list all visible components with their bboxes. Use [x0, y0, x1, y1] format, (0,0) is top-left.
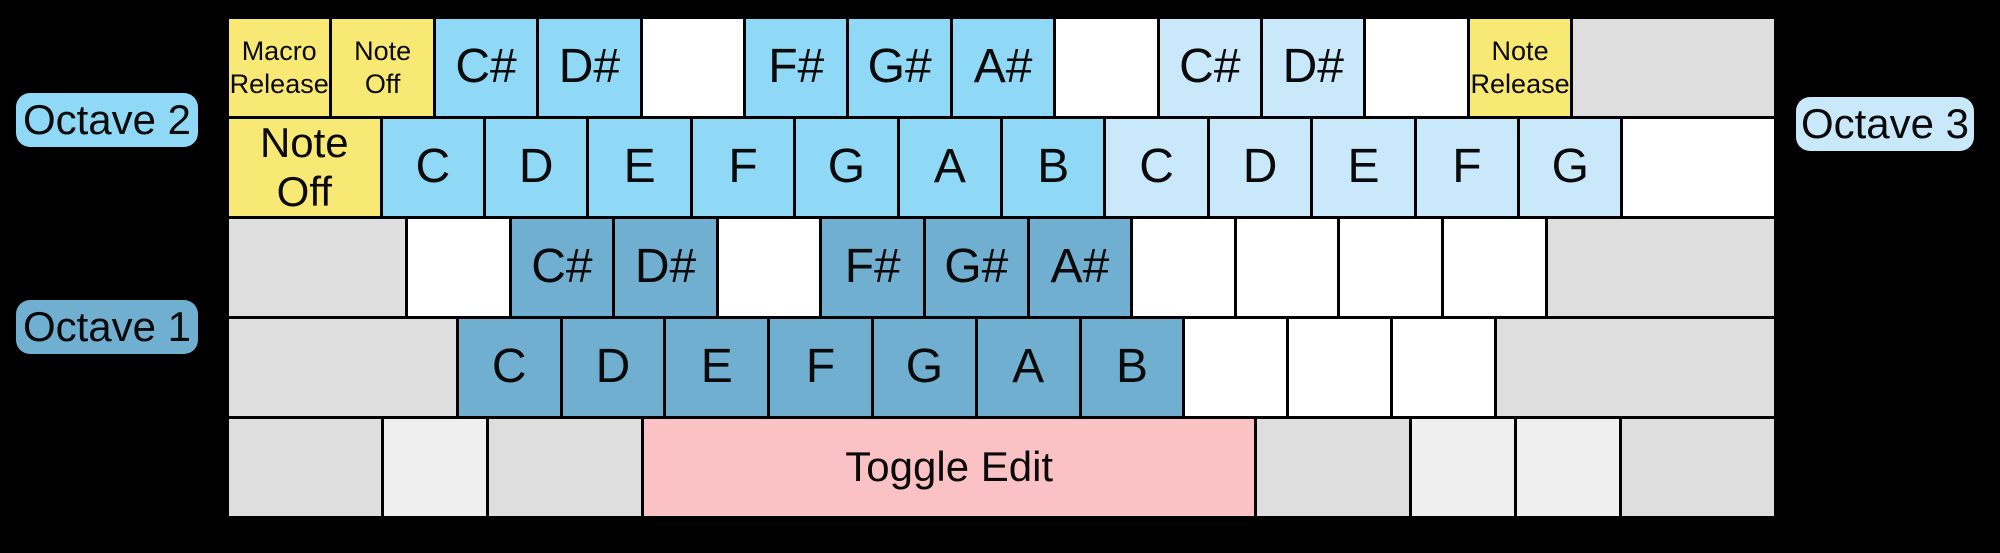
key-g-note-oct3: G [1520, 119, 1621, 216]
key-modifier-light [1412, 419, 1514, 516]
key-unassigned [718, 219, 820, 316]
key-c-sharp-note-oct3: C# [1159, 19, 1261, 116]
key-d-note-oct2: D [486, 119, 587, 216]
key-modifier [1496, 319, 1774, 416]
key-a-note-oct2: A [899, 119, 1001, 216]
key-unassigned [1392, 319, 1494, 416]
key-unassigned [1185, 319, 1287, 416]
key-g-sharp-note-oct1: G# [926, 219, 1027, 316]
octave-3-label-text: Octave 3 [1800, 100, 1970, 147]
key-unassigned [642, 19, 744, 116]
key-modifier [229, 419, 382, 516]
key-modifier-light [1517, 419, 1619, 516]
key-d-sharp-note-oct1: D# [615, 219, 716, 316]
key-modifier [1257, 419, 1410, 516]
key-macro-release-function: Macro Release [229, 19, 330, 116]
octave-2-label-text: Octave 2 [22, 96, 192, 143]
key-e-note-oct2: E [589, 119, 690, 216]
key-f-sharp-note-oct2: F# [746, 19, 847, 116]
key-e-note-oct3: E [1313, 119, 1414, 216]
key-b-note-oct2: B [1003, 119, 1104, 216]
key-modifier [229, 319, 456, 416]
key-note-off-function: Note Off [332, 19, 433, 116]
octave-3-label: Octave 3 [1796, 97, 1974, 151]
key-c-note-oct2: C [382, 119, 483, 216]
home-row: C#D# F#G#A# [229, 219, 1774, 316]
key-c-note-oct3: C [1106, 119, 1207, 216]
key-unassigned [1623, 119, 1775, 216]
key-a-sharp-note-oct1: A# [1029, 219, 1131, 316]
key-c-sharp-note-oct1: C# [511, 219, 613, 316]
key-note-off-function: Note Off [229, 119, 380, 216]
key-modifier [1573, 19, 1775, 116]
key-d-note-oct3: D [1209, 119, 1311, 216]
key-a-sharp-note-oct2: A# [952, 19, 1054, 116]
key-modifier [1621, 419, 1774, 516]
key-unassigned [1133, 219, 1234, 316]
key-f-note-oct3: F [1416, 119, 1518, 216]
key-d-sharp-note-oct2: D# [539, 19, 640, 116]
key-unassigned [408, 219, 509, 316]
key-modifier [1547, 219, 1774, 316]
space-row: Toggle Edit [229, 419, 1774, 516]
key-unassigned [1366, 19, 1467, 116]
key-f-sharp-note-oct1: F# [822, 219, 924, 316]
octave-1-label: Octave 1 [16, 300, 198, 354]
key-modifier-light [384, 419, 486, 516]
key-modifier [229, 219, 406, 316]
key-f-note-oct1: F [770, 319, 871, 416]
key-unassigned [1289, 319, 1390, 416]
key-e-note-oct1: E [666, 319, 768, 416]
key-unassigned [1236, 219, 1338, 316]
key-d-sharp-note-oct3: D# [1263, 19, 1364, 116]
key-c-note-oct1: C [458, 319, 560, 416]
key-d-note-oct1: D [562, 319, 664, 416]
key-unassigned [1443, 219, 1545, 316]
key-unassigned [1056, 19, 1157, 116]
key-c-sharp-note-oct2: C# [435, 19, 537, 116]
key-g-note-oct2: G [796, 119, 897, 216]
key-modifier [489, 419, 642, 516]
key-a-note-oct1: A [977, 319, 1079, 416]
key-f-note-oct2: F [692, 119, 794, 216]
key-unassigned [1340, 219, 1441, 316]
key-b-note-oct1: B [1081, 319, 1183, 416]
key-g-note-oct1: G [873, 319, 975, 416]
key-note-release-function: Note Release [1469, 19, 1571, 116]
key-toggle-edit-toggle: Toggle Edit [644, 419, 1254, 516]
octave-1-label-text: Octave 1 [22, 303, 192, 350]
octave-2-label: Octave 2 [16, 93, 198, 147]
key-g-sharp-note-oct2: G# [849, 19, 950, 116]
